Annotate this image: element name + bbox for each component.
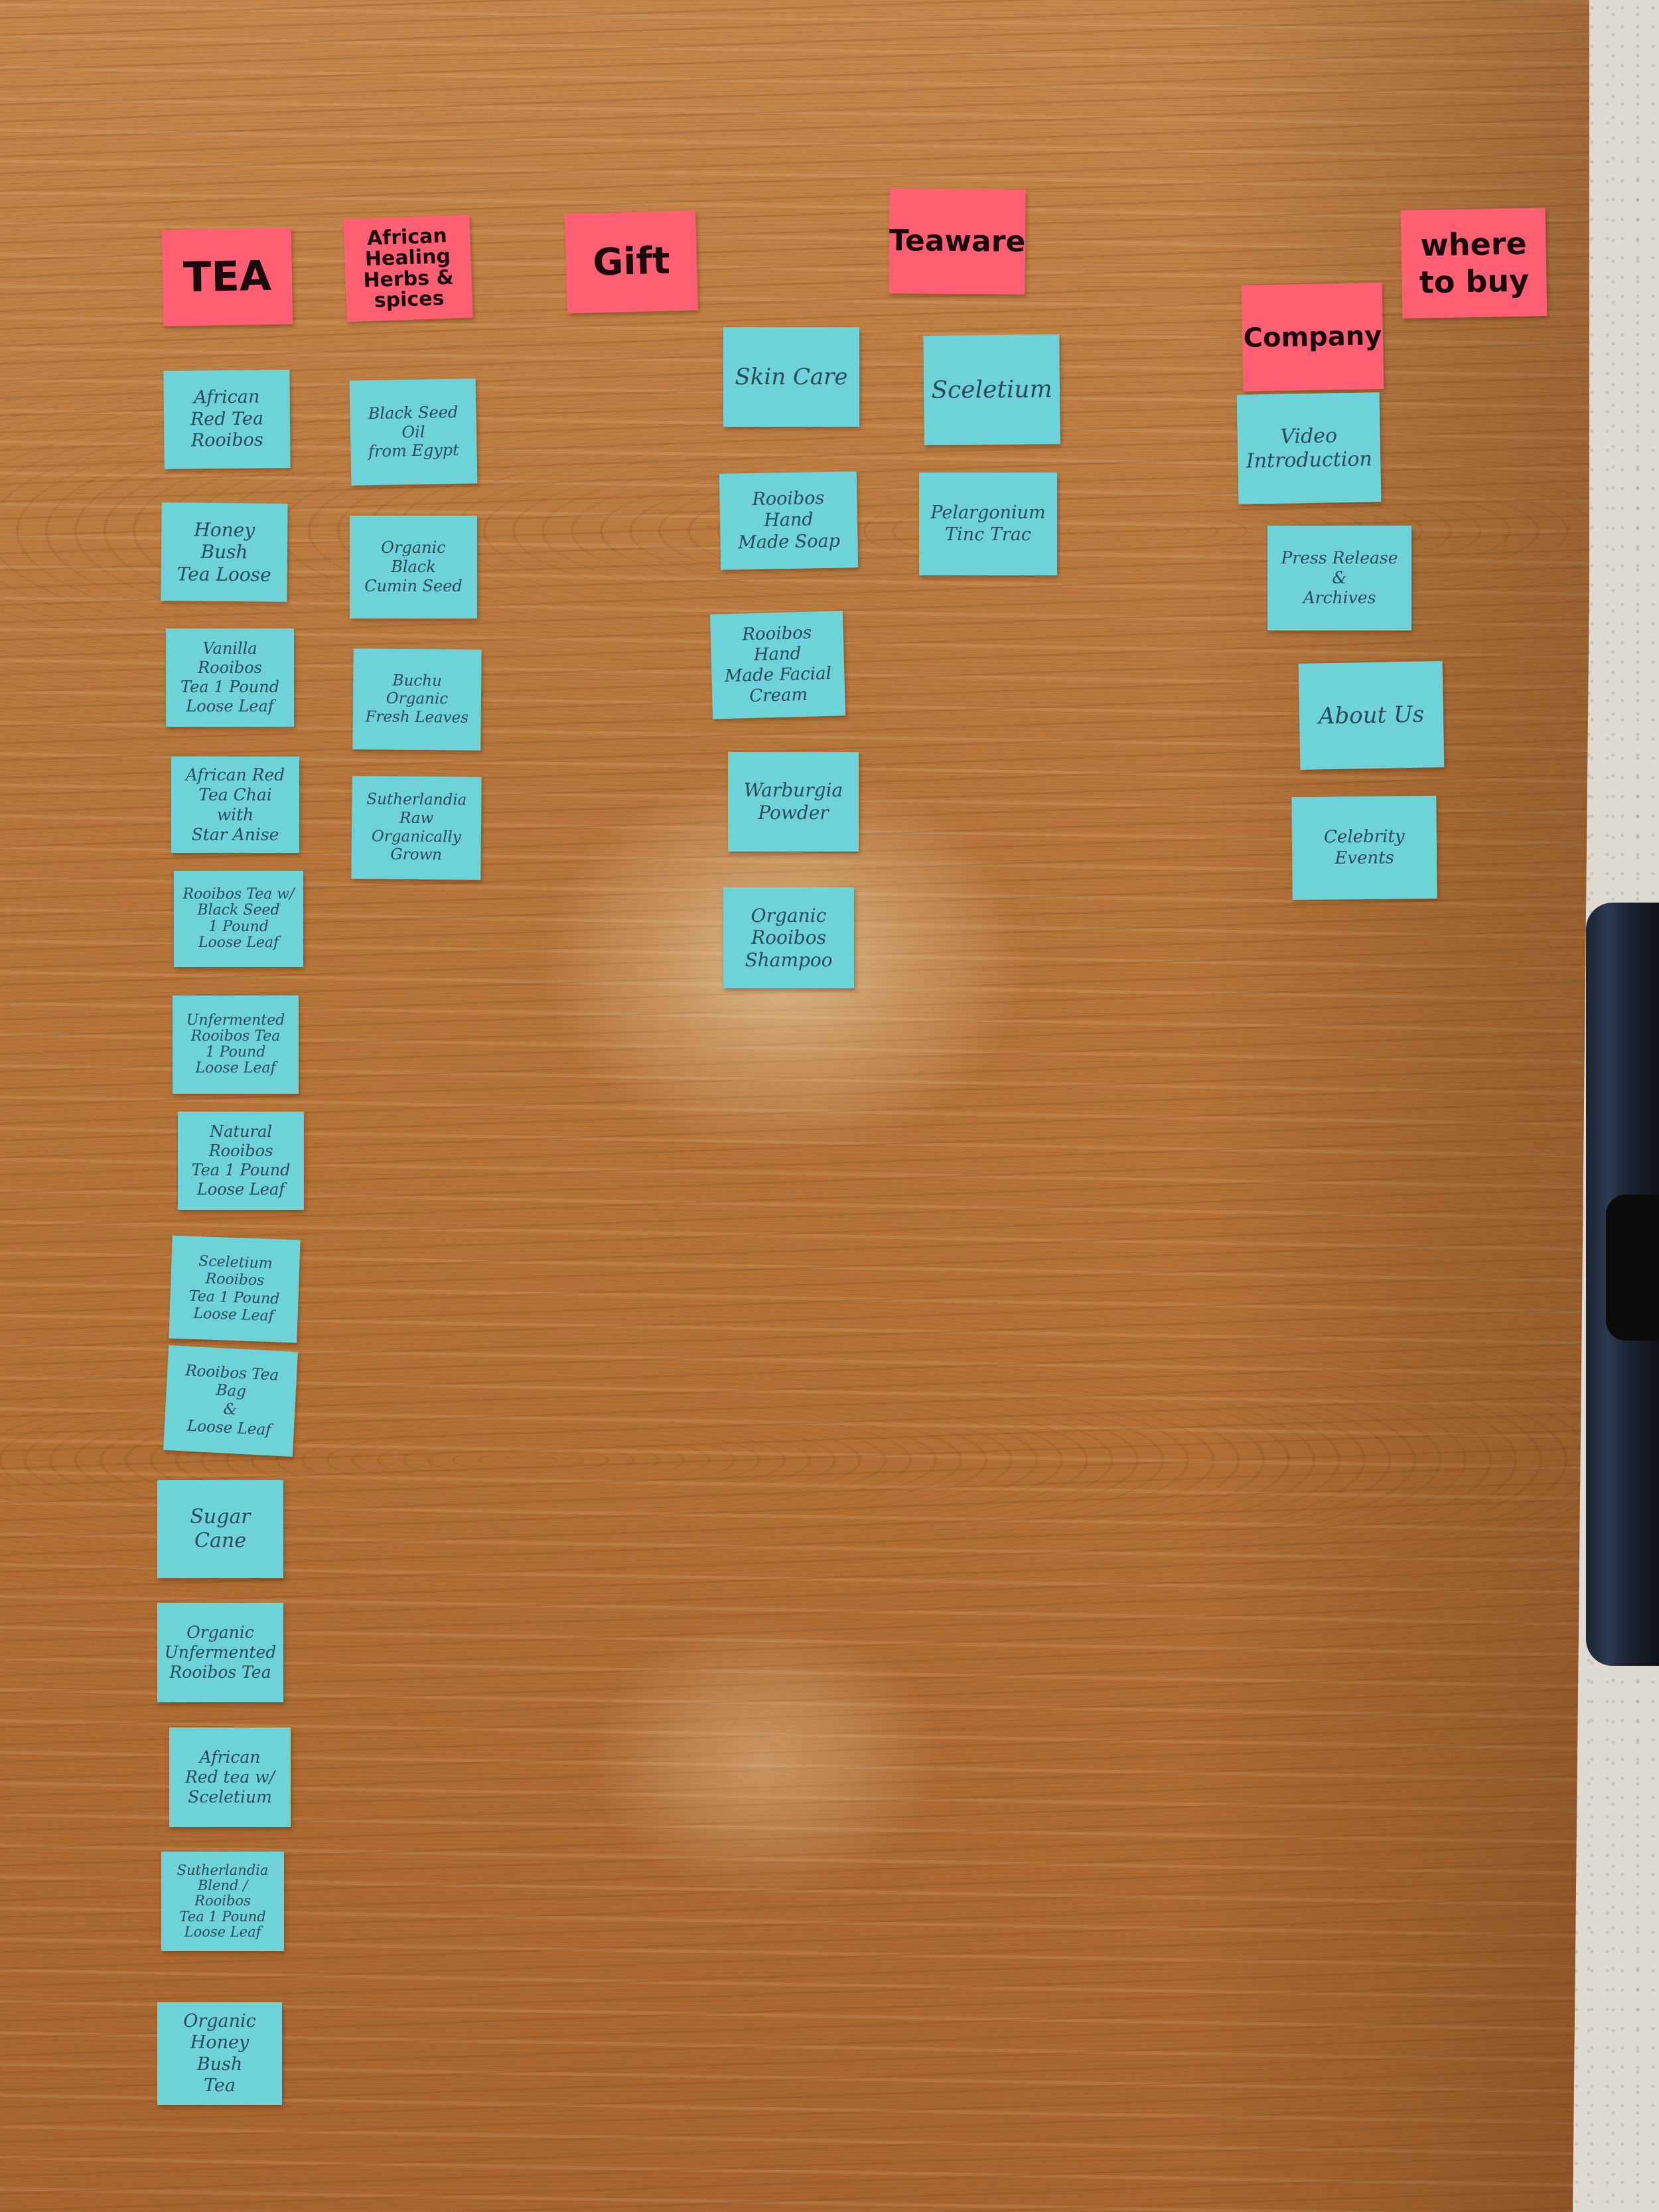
herbs-note-1: Black Seed Oil from Egypt [349,378,478,486]
herbs-note-2: Organic Black Cumin Seed [350,516,477,619]
company-note-1: Video Introduction [1236,392,1382,504]
gift-note-4: Warburgia Powder [728,752,859,851]
header-company: Company [1241,283,1384,392]
tea-note-13: Sutherlandia Blend / Rooibos Tea 1 Pound… [161,1852,284,1951]
gift-note-2: Rooibos Hand Made Soap [719,471,859,570]
tea-note-6: Unfermented Rooibos Tea 1 Pound Loose Le… [173,995,299,1094]
tea-note-8: Sceletium Rooibos Tea 1 Pound Loose Leaf [169,1235,301,1343]
header-gift: Gift [565,210,698,314]
company-note-3: About Us [1298,661,1445,770]
tea-note-12: African Red tea w/ Sceletium [169,1728,291,1827]
herbs-note-4: Sutherlandia Raw Organically Grown [351,776,482,880]
tea-note-2: Honey Bush Tea Loose [161,502,288,602]
tea-note-1: African Red Tea Rooibos [163,370,291,469]
tea-note-11: Organic Unfermented Rooibos Tea [157,1603,283,1702]
teaware-note-1: Sceletium [923,334,1060,445]
company-note-4: Celebrity Events [1291,796,1437,900]
header-teaware: Teaware [889,188,1026,295]
tea-note-9: Rooibos Tea Bag & Loose Leaf [163,1345,299,1457]
tea-note-10: Sugar Cane [157,1480,283,1578]
tea-note-4: African Red Tea Chai with Star Anise [171,757,299,853]
tea-note-3: Vanilla Rooibos Tea 1 Pound Loose Leaf [166,628,294,727]
herbs-note-3: Buchu Organic Fresh Leaves [352,648,482,751]
gift-note-5: Organic Rooibos Shampoo [723,887,854,988]
header-where-to-buy: where to buy [1400,208,1548,319]
header-african-healing-herbs: African Healing Herbs & spices [343,214,473,323]
gift-note-3: Rooibos Hand Made Facial Cream [709,611,846,719]
header-tea: TEA [161,228,293,327]
company-note-2: Press Release & Archives [1267,526,1411,630]
tea-note-7: Natural Rooibos Tea 1 Pound Loose Leaf [178,1112,304,1210]
tea-note-14: Organic Honey Bush Tea [157,2002,282,2105]
tea-note-5: Rooibos Tea w/ Black Seed 1 Pound Loose … [174,871,303,967]
teaware-note-2: Pelargonium Tinc Trac [919,473,1057,575]
gift-note-1: Skin Care [723,327,859,427]
person-shoe [1606,1195,1659,1341]
